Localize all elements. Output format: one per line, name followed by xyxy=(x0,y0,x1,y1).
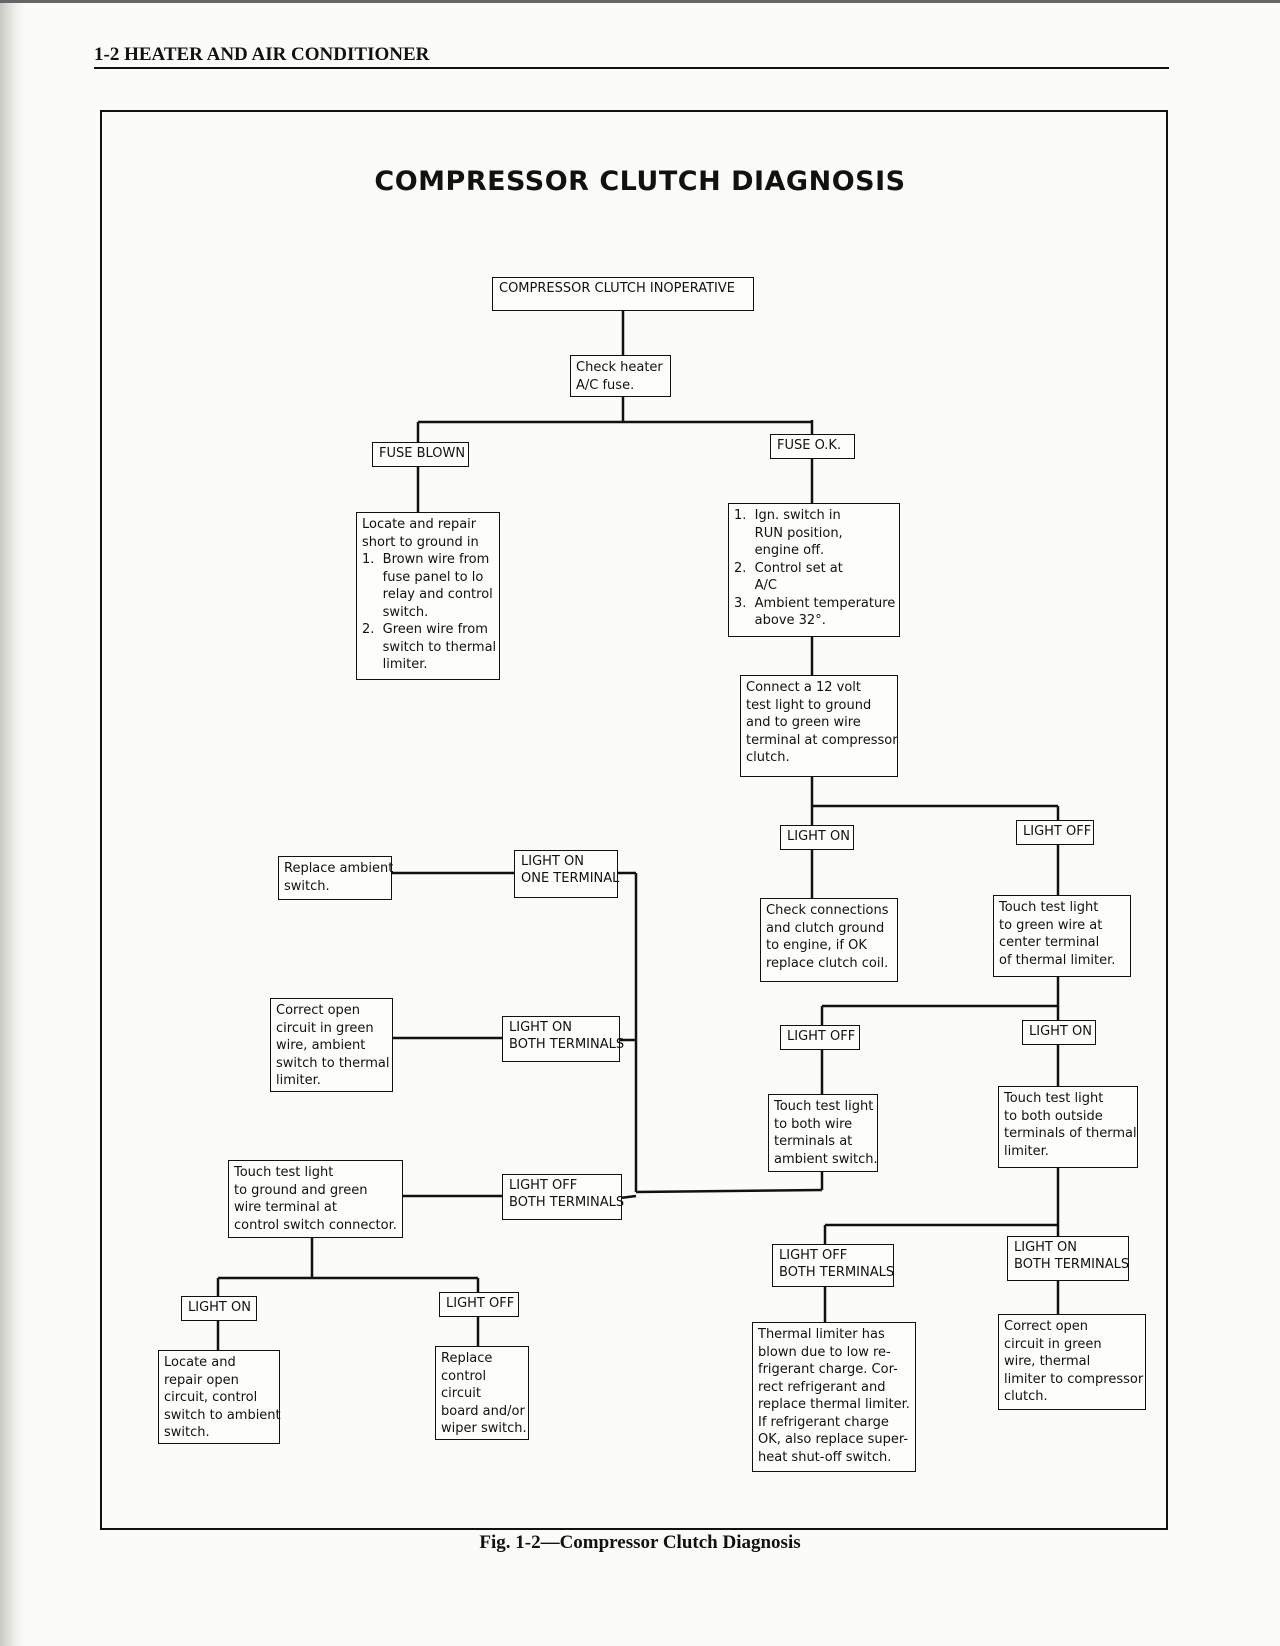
header-rule xyxy=(94,67,1169,69)
node-touch-control-switch: Touch test light to ground and green wir… xyxy=(228,1160,403,1238)
node-check-fuse: Check heater A/C fuse. xyxy=(570,355,671,397)
node-light-off: LIGHT OFF xyxy=(780,1025,860,1050)
page-binding-shadow xyxy=(0,0,24,1646)
node-correct-open-limiter: Correct open circuit in green wire, ther… xyxy=(998,1314,1146,1410)
node-touch-ambient-switch: Touch test light to both wire terminals … xyxy=(768,1094,878,1172)
node-light-off: LIGHT OFF xyxy=(1016,820,1094,845)
node-light-on: LIGHT ON xyxy=(780,825,854,850)
node-connect-test-light: Connect a 12 volt test light to ground a… xyxy=(740,675,898,777)
figure-frame xyxy=(100,110,1168,1530)
node-compressor-clutch-inoperative: COMPRESSOR CLUTCH INOPERATIVE xyxy=(492,277,754,311)
node-light-off-both-terminals: LIGHT OFF BOTH TERMINALS xyxy=(772,1244,894,1287)
node-check-connections: Check connections and clutch ground to e… xyxy=(760,898,898,982)
node-light-off-both-terminals: LIGHT OFF BOTH TERMINALS xyxy=(502,1174,624,1220)
node-touch-outside-terminals: Touch test light to both outside termina… xyxy=(998,1086,1138,1168)
node-touch-center-terminal: Touch test light to green wire at center… xyxy=(993,895,1131,977)
node-light-on-both-terminals: LIGHT ON BOTH TERMINALS xyxy=(1007,1236,1129,1281)
node-preconditions-checklist: 1. Ign. switch in RUN position, engine o… xyxy=(728,503,900,637)
node-correct-open-ambient: Correct open circuit in green wire, ambi… xyxy=(270,998,393,1092)
page-header: 1-2 HEATER AND AIR CONDITIONER xyxy=(94,44,430,65)
node-fuse-blown: FUSE BLOWN xyxy=(372,442,469,467)
node-light-off: LIGHT OFF xyxy=(439,1292,519,1317)
page-top-edge xyxy=(0,0,1280,3)
node-light-on: LIGHT ON xyxy=(1022,1020,1096,1045)
node-replace-ambient-switch: Replace ambient switch. xyxy=(278,856,393,900)
node-light-on: LIGHT ON xyxy=(181,1296,257,1321)
diagram-title: COMPRESSOR CLUTCH DIAGNOSIS xyxy=(374,166,906,197)
figure-caption: Fig. 1-2—Compressor Clutch Diagnosis xyxy=(479,1532,801,1553)
node-light-on-one-terminal: LIGHT ON ONE TERMINAL xyxy=(514,850,619,898)
node-light-on-both-terminals: LIGHT ON BOTH TERMINALS xyxy=(502,1016,624,1062)
node-thermal-limiter-blown: Thermal limiter has blown due to low re-… xyxy=(752,1322,916,1472)
connector xyxy=(635,1188,823,1194)
node-repair-open-control: Locate and repair open circuit, control … xyxy=(158,1350,281,1444)
node-repair-short: Locate and repair short to ground in 1. … xyxy=(356,512,500,680)
node-fuse-ok: FUSE O.K. xyxy=(770,434,855,459)
connector xyxy=(619,1194,637,1200)
node-replace-control-board: Replace control circuit board and/or wip… xyxy=(435,1346,529,1440)
